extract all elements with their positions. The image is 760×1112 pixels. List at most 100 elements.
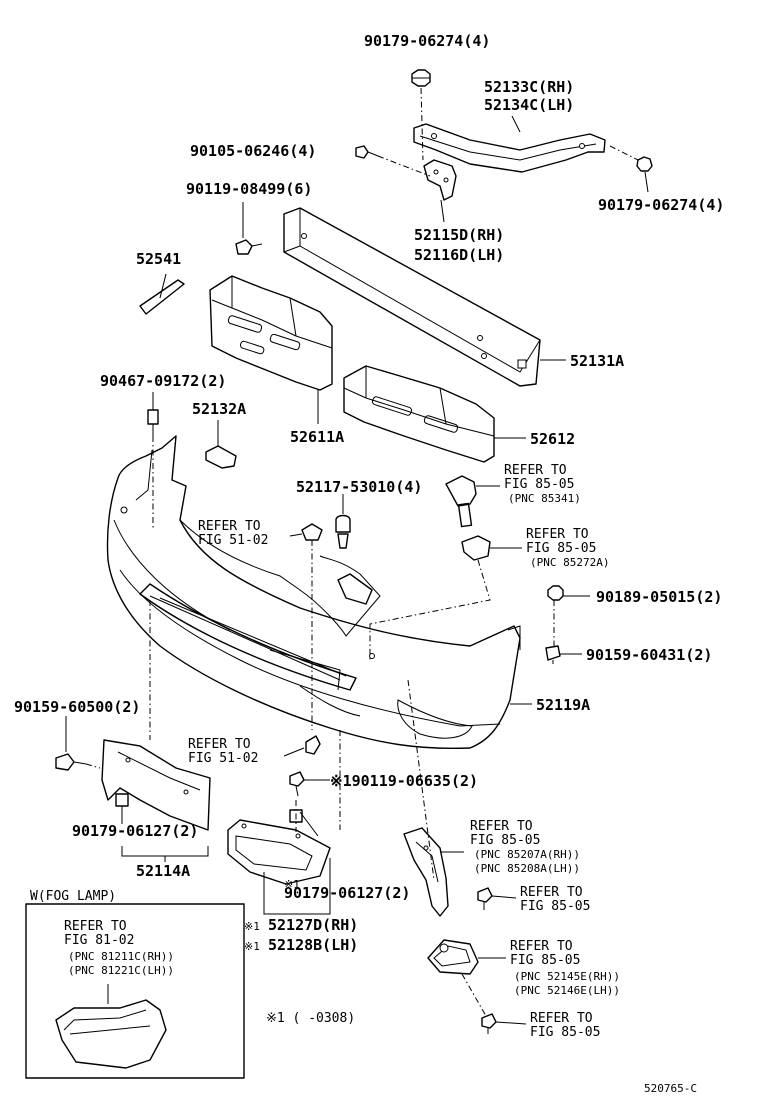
refer-85-05-b-line2: FIG 85-05	[526, 541, 596, 556]
label-52132a: 52132A	[192, 400, 246, 418]
refer-85-05-c-line3: (PNC 85207A(RH))	[474, 848, 580, 861]
refer-51-02-b-line1: REFER TO	[188, 737, 251, 752]
refer-51-02-a-line1: REFER TO	[198, 519, 261, 534]
label-52116d: 52116D(LH)	[414, 246, 504, 264]
nut-top	[411, 69, 431, 87]
label-90179-06127-center: 90179-06127(2)	[284, 884, 410, 902]
refer-51-02-b-line2: FIG 51-02	[188, 751, 258, 766]
nut-90189	[547, 585, 564, 601]
strip-52541	[139, 279, 185, 315]
bolt-90159-60500	[55, 753, 87, 771]
label-52541: 52541	[136, 250, 181, 268]
bracket-52145e	[427, 939, 479, 975]
refer-85-05-e-line4: (PNC 52146E(LH))	[514, 984, 620, 997]
bolt-90119-08499	[235, 239, 263, 255]
refer-85-05-d-line2: FIG 85-05	[520, 899, 590, 914]
clip-90467	[147, 409, 159, 436]
nut-right	[636, 156, 653, 172]
leader-51-02-b	[283, 747, 305, 757]
footnote: ※1 ( -0308)	[266, 1011, 355, 1026]
refer-85-05-e-line1: REFER TO	[510, 939, 573, 954]
leader-52133c	[511, 115, 521, 133]
nut-top-leader	[420, 87, 424, 161]
label-52133c: 52133C(RH)	[484, 78, 574, 96]
refer-51-02-a-line2: FIG 51-02	[198, 533, 268, 548]
reinforcement-52131a	[283, 207, 541, 387]
refer-85-05-f-line2: FIG 85-05	[530, 1025, 600, 1040]
refer-81-02-line1: REFER TO	[64, 919, 127, 934]
label-90179-06274-top: 90179-06274(4)	[364, 32, 490, 50]
label-90179-06274-right: 90179-06274(4)	[598, 196, 724, 214]
refer-85-05-c-line2: FIG 85-05	[470, 833, 540, 848]
label-52131a: 52131A	[570, 352, 624, 370]
refer-85-05-b-line3: (PNC 85272A)	[530, 556, 609, 569]
sensor-85341	[445, 475, 477, 528]
cover-85272a	[461, 535, 491, 561]
refer-85-05-a-line1: REFER TO	[504, 463, 567, 478]
bracket-52115d	[423, 159, 457, 201]
refer-81-02-line4: (PNC 81221C(LH))	[68, 964, 174, 977]
refer-85-05-c-line4: (PNC 85208A(LH))	[474, 862, 580, 875]
refer-85-05-f-line1: REFER TO	[530, 1011, 593, 1026]
nut-right-leader	[609, 145, 639, 161]
refer-85-05-b-line1: REFER TO	[526, 527, 589, 542]
star-52128: ※1	[244, 940, 260, 953]
refer-85-05-a-line3: (PNC 85341)	[508, 492, 581, 505]
label-52115d: 52115D(RH)	[414, 226, 504, 244]
label-90119-08499: 90119-08499(6)	[186, 180, 312, 198]
bolt-90105	[355, 145, 379, 159]
label-52611a: 52611A	[290, 428, 344, 446]
bracket-52133c	[413, 123, 606, 173]
license-bracket-52114a	[101, 739, 211, 831]
absorber-52612	[343, 365, 495, 463]
clip-refer-51-02-a	[301, 523, 323, 541]
star1-marker: ※1	[284, 878, 300, 891]
bracket-52127d	[263, 858, 331, 915]
leader-refer-f	[495, 1021, 527, 1025]
absorber-52611a	[209, 275, 333, 391]
retainer-52132a	[205, 445, 237, 469]
label-90159-60500: 90159-60500(2)	[14, 698, 140, 716]
label-90105-06246: 90105-06246(4)	[190, 142, 316, 160]
leader-90179-center-a	[299, 811, 319, 837]
bolt-refer-85-05-d	[477, 887, 493, 910]
label-52134c: 52134C(LH)	[484, 96, 574, 114]
leader-refer-d	[491, 895, 517, 899]
refer-85-05-e-line2: FIG 85-05	[510, 953, 580, 968]
leader-52541	[159, 273, 167, 299]
star-52127: ※1	[244, 920, 260, 933]
label-52114a: 52114A	[136, 862, 190, 880]
refer-85-05-c-line1: REFER TO	[470, 819, 533, 834]
fog-lamp-inset-frame	[25, 903, 245, 1079]
label-90189-05015: 90189-05015(2)	[596, 588, 722, 606]
dash-52145e	[461, 973, 487, 1017]
fog-lamp	[55, 999, 167, 1069]
bracket-52114a-group	[121, 846, 209, 857]
label-90179-06127-left: 90179-06127(2)	[72, 822, 198, 840]
bolt-90105-leader	[377, 155, 431, 177]
diagram-id: 520765-C	[644, 1082, 697, 1095]
refer-81-02-line3: (PNC 81211C(RH))	[68, 950, 174, 963]
leader-52115d	[440, 199, 445, 223]
fog-lamp-title: W(FOG LAMP)	[30, 889, 116, 904]
leader-51-02-a	[289, 533, 303, 537]
bumper-cover-52119a	[106, 435, 521, 750]
bolt-90119-06635	[289, 771, 305, 797]
label-90159-60431: 90159-60431(2)	[586, 646, 712, 664]
refer-81-02-line2: FIG 81-02	[64, 933, 134, 948]
label-52127d: 52127D(RH)	[268, 916, 358, 934]
leader-nut-right	[644, 171, 649, 193]
refer-85-05-e-line3: (PNC 52145E(RH))	[514, 970, 620, 983]
dash-90159-60500	[85, 763, 101, 769]
bolt-refer-85-05-f	[481, 1013, 497, 1034]
label-52612: 52612	[530, 430, 575, 448]
nut-90179-06127-center	[289, 809, 303, 823]
refer-85-05-d-line1: REFER TO	[520, 885, 583, 900]
label-52119a: 52119A	[536, 696, 590, 714]
clip-52117	[335, 514, 351, 549]
label-52117-53010: 52117-53010(4)	[296, 478, 422, 496]
bolt-90159-60431	[545, 645, 561, 664]
bracket-85207a	[403, 827, 449, 917]
label-52128b: 52128B(LH)	[268, 936, 358, 954]
